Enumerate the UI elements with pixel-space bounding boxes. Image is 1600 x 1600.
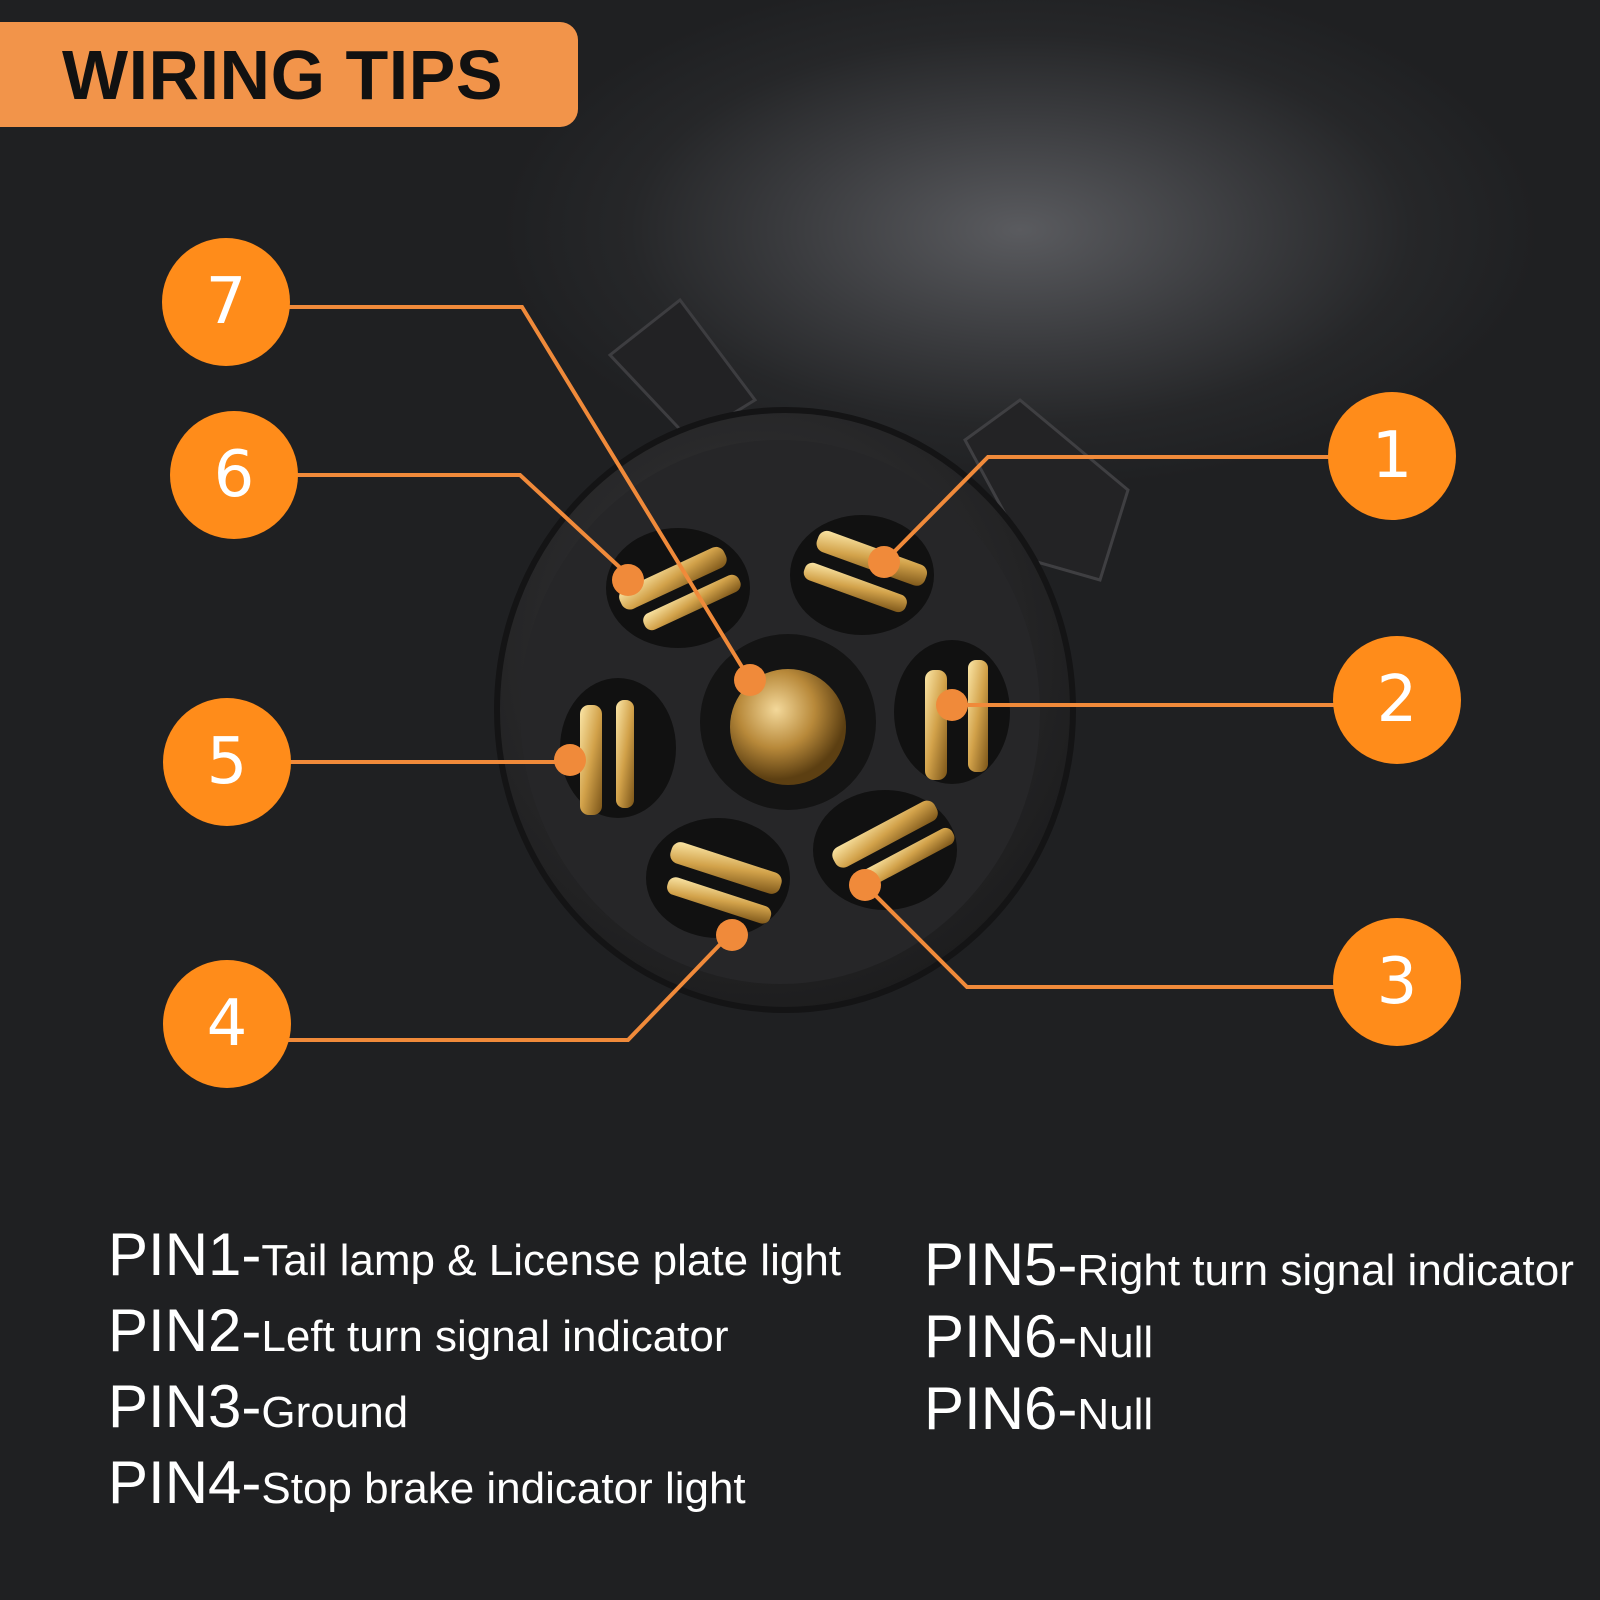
legend-pin-label: PIN1-	[108, 1221, 262, 1288]
legend-pin-desc: Ground	[261, 1388, 409, 1437]
legend-item-pin1: PIN1-Tail lamp & License plate light	[108, 1225, 841, 1301]
legend-right: PIN5-Right turn signal indicator PIN6-Nu…	[924, 1235, 1574, 1451]
legend-pin-label: PIN5-	[924, 1231, 1078, 1298]
pin-badge-6: 6	[170, 411, 298, 539]
leader-dot-7	[734, 664, 766, 696]
title-text: WIRING TIPS	[62, 35, 504, 114]
leader-line-3	[863, 883, 1335, 989]
legend-pin-desc: Null	[1077, 1318, 1154, 1367]
legend-item-pin6-duplicate: PIN6-Null	[924, 1379, 1574, 1451]
pin-slot-3	[813, 790, 957, 910]
pin-badge-5: 5	[163, 698, 291, 826]
legend-pin-label: PIN6-	[924, 1375, 1078, 1442]
pin-slot-5	[560, 678, 676, 818]
legend-pin-label: PIN6-	[924, 1303, 1078, 1370]
legend-pin-desc: Left turn signal indicator	[261, 1312, 729, 1361]
leader-dot-1	[868, 546, 900, 578]
legend-pin-desc: Right turn signal indicator	[1077, 1246, 1574, 1295]
legend-pin-label: PIN3-	[108, 1373, 262, 1440]
plug-tab-top	[607, 297, 758, 442]
legend-left: PIN1-Tail lamp & License plate light PIN…	[108, 1225, 841, 1529]
legend-pin-desc: Stop brake indicator light	[261, 1464, 746, 1513]
leader-dot-5	[554, 744, 586, 776]
pin-badge-2: 2	[1333, 636, 1461, 764]
leader-dot-3	[849, 869, 881, 901]
pin-badge-1: 1	[1328, 392, 1456, 520]
leader-line-7	[282, 305, 752, 682]
legend-pin-label: PIN2-	[108, 1297, 262, 1364]
legend-pin-label: PIN4-	[108, 1449, 262, 1516]
legend-item-pin3: PIN3-Ground	[108, 1377, 841, 1453]
title-banner: WIRING TIPS	[0, 22, 578, 127]
leader-dot-2	[936, 689, 968, 721]
center-ball-pin	[730, 669, 846, 785]
legend-pin-desc: Tail lamp & License plate light	[261, 1236, 842, 1285]
legend-item-pin5: PIN5-Right turn signal indicator	[924, 1235, 1574, 1307]
leader-dot-6	[612, 564, 644, 596]
legend-pin-desc: Null	[1077, 1390, 1154, 1439]
leader-dot-4	[716, 919, 748, 951]
legend-item-pin2: PIN2-Left turn signal indicator	[108, 1301, 841, 1377]
legend-item-pin4: PIN4-Stop brake indicator light	[108, 1453, 841, 1529]
legend-item-pin6: PIN6-Null	[924, 1307, 1574, 1379]
pin-badge-4: 4	[163, 960, 291, 1088]
leader-line-6	[290, 473, 630, 577]
pin-slot-4	[646, 818, 790, 938]
pin-badge-7: 7	[162, 238, 290, 366]
leader-line-1	[884, 455, 1330, 562]
pin-badge-3: 3	[1333, 918, 1461, 1046]
leader-line-4	[282, 930, 734, 1042]
